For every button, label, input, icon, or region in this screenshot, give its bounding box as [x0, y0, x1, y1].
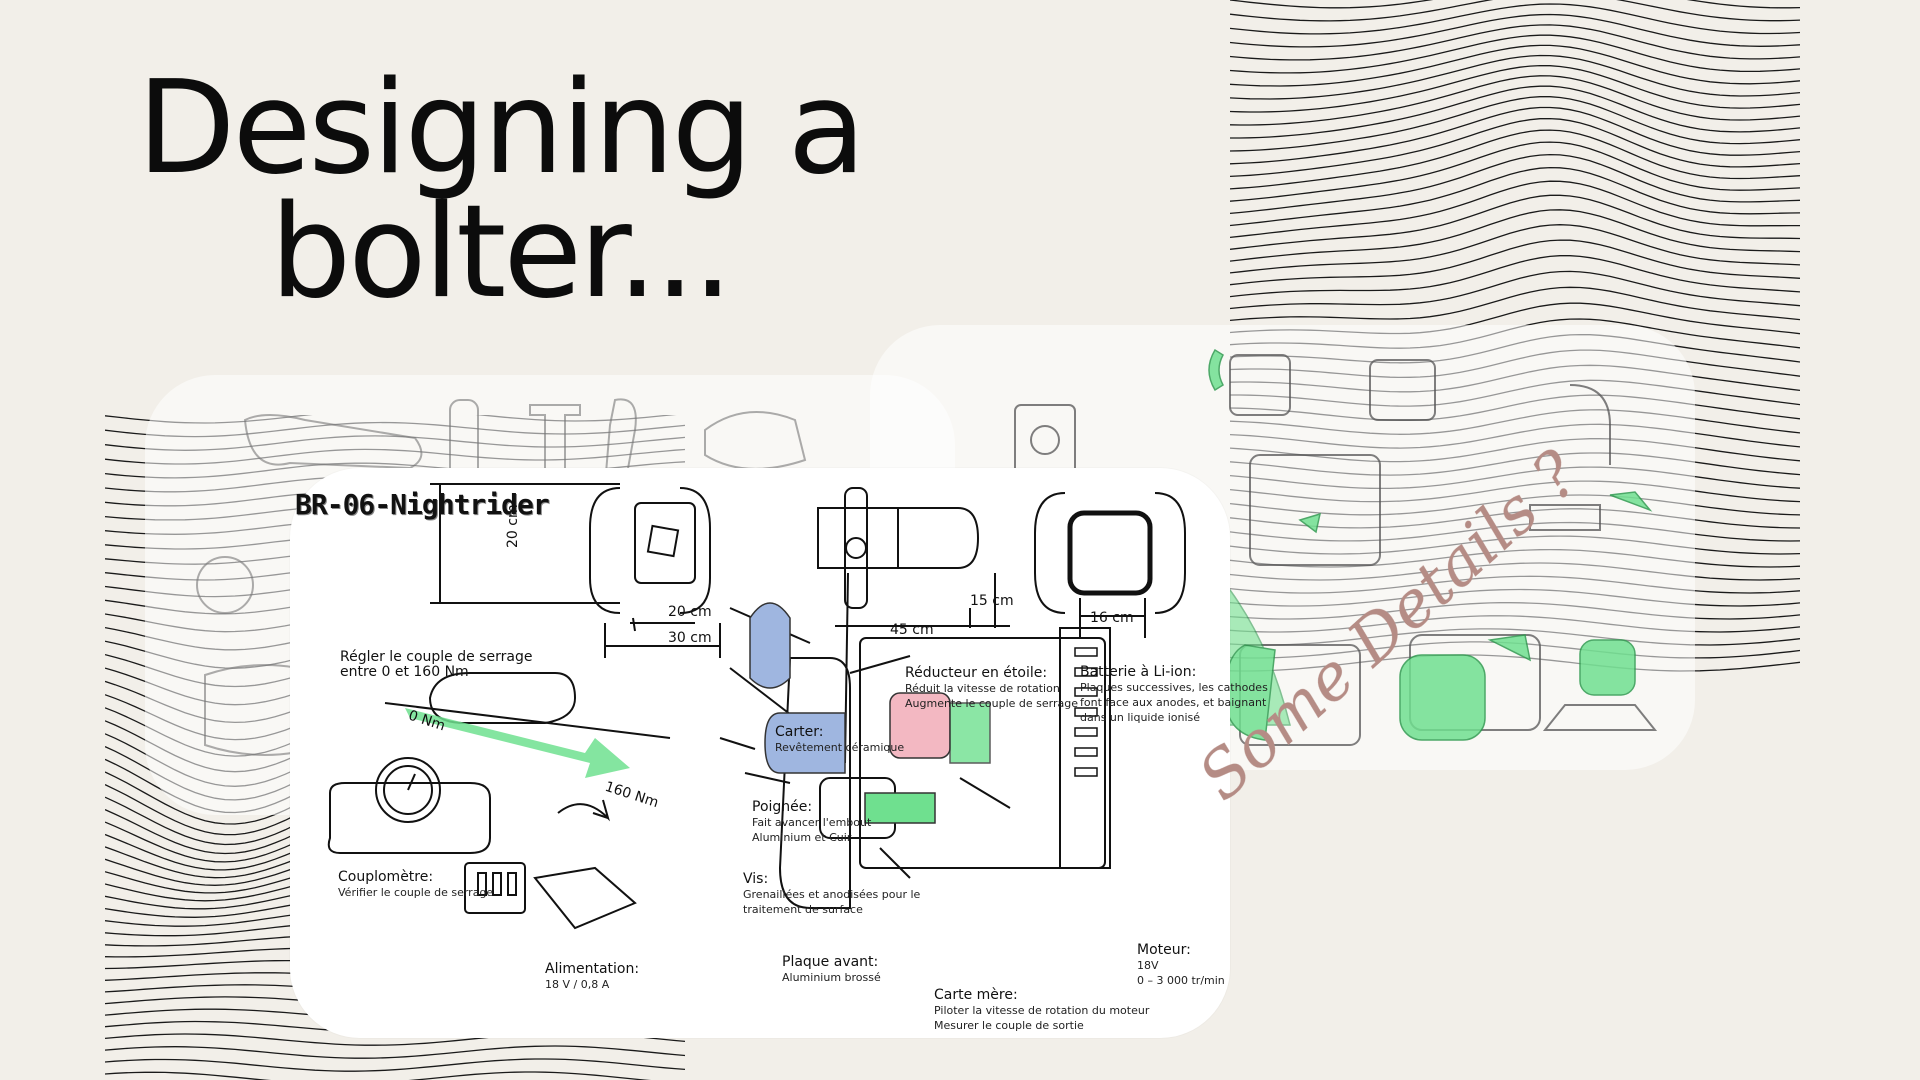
dim-offset: 15 cm	[970, 593, 1014, 609]
slide-title: Designing a bolter...	[120, 54, 880, 327]
couplometre-title: Couplomètre:	[338, 869, 434, 885]
callout-poignee-desc-2: Aluminium et Cuir	[752, 831, 852, 844]
callout-batterie-title: Batterie à Li-ion:	[1080, 664, 1197, 680]
dim-outer-width: 30 cm	[668, 630, 712, 646]
technical-drawings	[327, 483, 1186, 930]
alimentation-title: Alimentation:	[545, 961, 640, 977]
callout-moteur-title: Moteur:	[1137, 942, 1191, 958]
callout-vis-desc-1: Grenaillées et anodisées pour le	[743, 888, 921, 901]
callout-moteur-desc-1: 18V	[1137, 959, 1159, 972]
callout-batterie: Batterie à Li-ion: Plaques successives, …	[1080, 665, 1268, 725]
callout-reducteur-desc-2: Augmente le couple de serrage	[905, 697, 1078, 710]
callout-moteur: Moteur: 18V 0 – 3 000 tr/min	[1137, 943, 1225, 988]
alimentation-label: Alimentation: 18 V / 0,8 A	[545, 962, 639, 992]
torque-heading-line-2: entre 0 et 160 Nm	[340, 664, 469, 680]
dim-back-width: 16 cm	[1090, 610, 1134, 626]
callout-reducteur-title: Réducteur en étoile:	[905, 665, 1048, 681]
spec-sheet-card	[290, 468, 1230, 1038]
callout-reducteur: Réducteur en étoile: Réduit la vitesse d…	[905, 666, 1078, 711]
callout-batterie-desc-3: dans un liquide ionisé	[1080, 711, 1201, 724]
couplometre-desc: Vérifier le couple de serrage	[338, 886, 494, 899]
callout-carte-desc-1: Piloter la vitesse de rotation du moteur	[934, 1004, 1150, 1017]
callout-vis-title: Vis:	[743, 871, 769, 887]
title-line-1: Designing a	[137, 54, 866, 203]
couplometre-label: Couplomètre: Vérifier le couple de serra…	[338, 870, 493, 900]
callout-vis-desc-2: traitement de surface	[743, 903, 863, 916]
model-name: BR-06-Nightrider	[295, 488, 550, 521]
callout-carte-title: Carte mère:	[934, 987, 1018, 1003]
callout-poignee-title: Poignée:	[752, 799, 813, 815]
callout-moteur-desc-2: 0 – 3 000 tr/min	[1137, 974, 1225, 987]
callout-plaque-desc: Aluminium brossé	[782, 971, 881, 984]
callout-carter-desc: Revêtement céramique	[775, 741, 905, 754]
callout-batterie-desc-2: font face aux anodes, et baignant	[1080, 696, 1267, 709]
callout-poignee: Poignée: Fait avancer l'embout Aluminium…	[752, 800, 871, 845]
callout-plaque-title: Plaque avant:	[782, 954, 879, 970]
callout-plaque-avant: Plaque avant: Aluminium brossé	[782, 955, 881, 985]
alimentation-desc: 18 V / 0,8 A	[545, 978, 610, 991]
callout-batterie-desc-1: Plaques successives, les cathodes	[1080, 681, 1268, 694]
callout-carter-title: Carter:	[775, 724, 824, 740]
torque-heading-line-1: Régler le couple de serrage	[340, 649, 533, 665]
dim-depth: 45 cm	[890, 622, 934, 638]
callout-carter: Carter: Revêtement céramique	[775, 725, 904, 755]
callout-vis: Vis: Grenaillées et anodisées pour le tr…	[743, 872, 920, 917]
callout-poignee-desc-1: Fait avancer l'embout	[752, 816, 872, 829]
dim-inner-width: 20 cm	[668, 604, 712, 620]
callout-reducteur-desc-1: Réduit la vitesse de rotation	[905, 682, 1060, 695]
callout-carte-mere: Carte mère: Piloter la vitesse de rotati…	[934, 988, 1149, 1033]
callout-carte-desc-2: Mesurer le couple de sortie	[934, 1019, 1084, 1032]
dim-height: 20 cm	[505, 504, 521, 548]
torque-heading: Régler le couple de serrage entre 0 et 1…	[340, 650, 532, 680]
title-line-2: bolter...	[270, 178, 733, 327]
